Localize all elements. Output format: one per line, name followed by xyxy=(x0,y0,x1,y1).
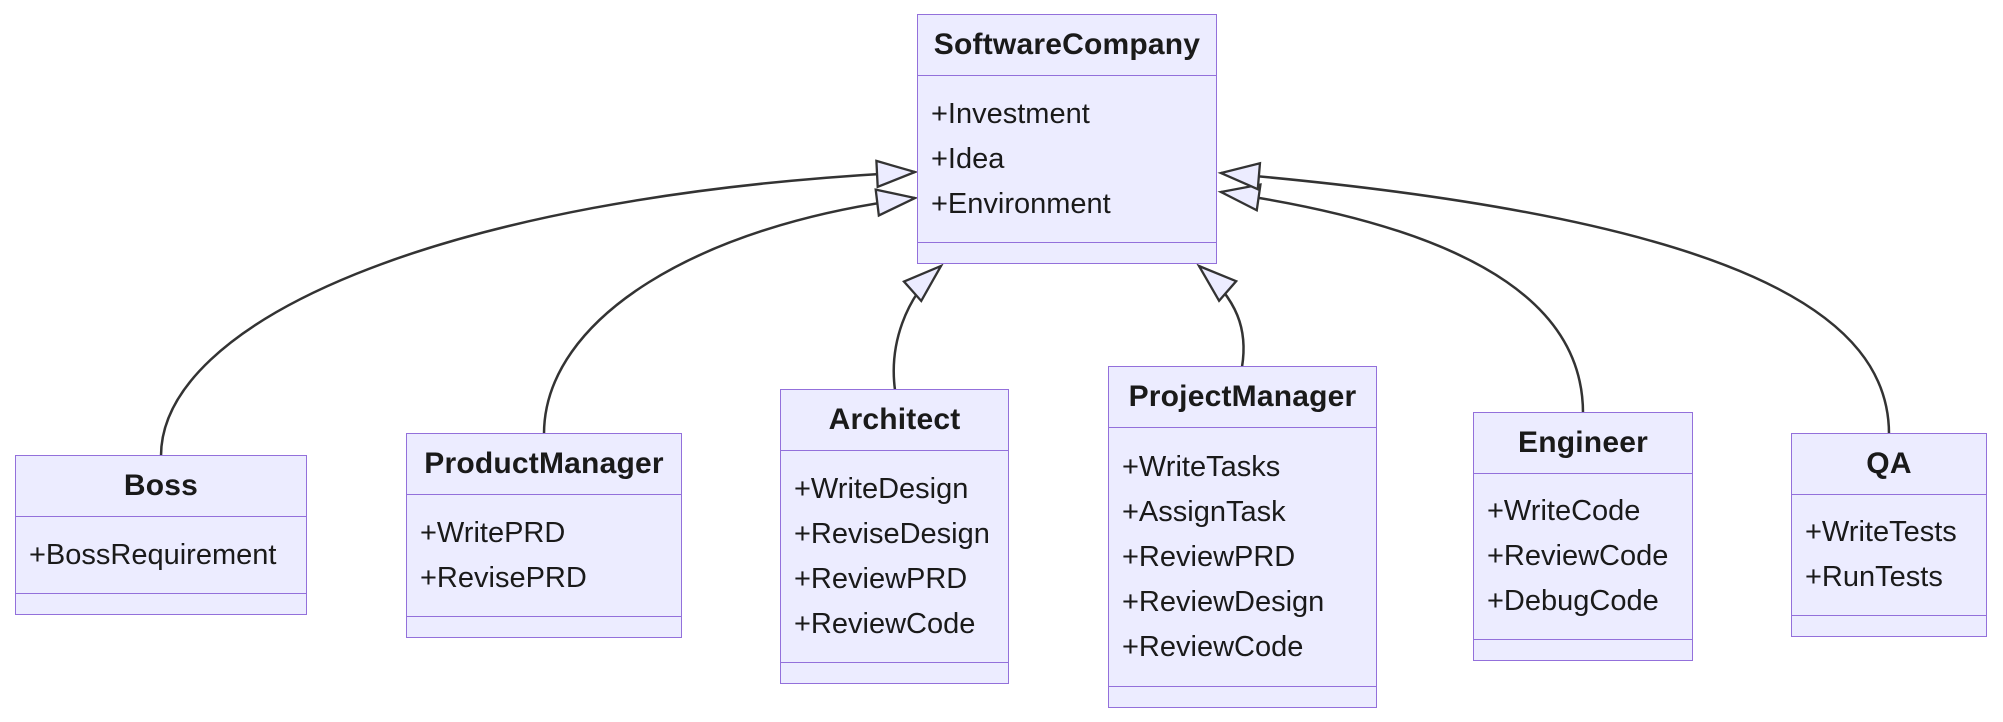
class-methods-empty xyxy=(407,617,681,637)
class-member: +ReviewCode xyxy=(1122,630,1304,663)
class-node-softwarecompany: SoftwareCompany +Investment +Idea +Environ… xyxy=(917,14,1217,264)
class-methods-empty xyxy=(1109,687,1376,707)
class-member: +ReviewPRD xyxy=(794,562,968,595)
class-attributes: +WriteDesign +ReviseDesign +ReviewPRD +Revi… xyxy=(781,451,1008,663)
class-attributes: +BossRequirement xyxy=(16,517,306,594)
edge-projectmanager-to-softwarecompany xyxy=(1196,263,1245,368)
class-member: +ReviewCode xyxy=(1487,540,1669,572)
class-methods-empty xyxy=(1474,640,1692,660)
class-member: +Environment xyxy=(931,187,1111,220)
class-member: +ReviseDesign xyxy=(794,517,990,550)
class-member: +AssignTask xyxy=(1122,495,1286,528)
class-member: +Investment xyxy=(931,97,1090,130)
edge-productmanager-to-softwarecompany xyxy=(542,188,919,435)
class-attributes: +Investment +Idea +Environment xyxy=(918,76,1216,243)
class-member: +ReviewPRD xyxy=(1122,540,1296,573)
class-node-productmanager: ProductManager +WritePRD +RevisePRD xyxy=(406,433,682,638)
class-title: SoftwareCompany xyxy=(918,15,1216,76)
class-member: +Idea xyxy=(931,142,1005,175)
class-attributes: +WriteTests +RunTests xyxy=(1792,495,1986,616)
class-member: +ReviewDesign xyxy=(1122,585,1325,618)
class-node-boss: Boss +BossRequirement xyxy=(15,455,307,615)
class-member: +ReviewCode xyxy=(794,607,976,640)
class-member: +RevisePRD xyxy=(420,561,587,594)
class-member: +WriteDesign xyxy=(794,472,969,505)
class-attributes: +WritePRD +RevisePRD xyxy=(407,495,681,617)
class-title: QA xyxy=(1792,434,1986,495)
class-methods-empty xyxy=(918,243,1216,263)
class-methods-empty xyxy=(16,594,306,614)
class-title: Engineer xyxy=(1474,413,1692,474)
edge-boss-to-softwarecompany xyxy=(159,159,919,457)
class-node-projectmanager: ProjectManager +WriteTasks +AssignTask +Re… xyxy=(1108,366,1377,708)
class-member: +WriteTests xyxy=(1805,516,1957,548)
edge-architect-to-softwarecompany xyxy=(892,263,944,391)
class-member: +WriteTasks xyxy=(1122,450,1281,483)
class-member: +RunTests xyxy=(1805,561,1943,593)
class-methods-empty xyxy=(1792,616,1986,636)
class-methods-empty xyxy=(781,663,1008,683)
class-member: +DebugCode xyxy=(1487,585,1659,617)
class-member: +BossRequirement xyxy=(29,538,277,571)
class-node-architect: Architect +WriteDesign +ReviseDesign +Revi… xyxy=(780,389,1009,684)
class-title: ProjectManager xyxy=(1109,367,1376,428)
class-node-qa: QA +WriteTests +RunTests xyxy=(1791,433,1987,637)
class-title: Architect xyxy=(781,390,1008,451)
class-member: +WritePRD xyxy=(420,516,566,549)
class-title: Boss xyxy=(16,456,306,517)
class-attributes: +WriteTasks +AssignTask +ReviewPRD +ReviewD… xyxy=(1109,428,1376,687)
class-node-engineer: Engineer +WriteCode +ReviewCode +DebugCode xyxy=(1473,412,1693,661)
class-member: +WriteCode xyxy=(1487,495,1641,527)
edge-qa-to-softwarecompany xyxy=(1217,161,1891,435)
class-attributes: +WriteCode +ReviewCode +DebugCode xyxy=(1474,474,1692,640)
edge-engineer-to-softwarecompany xyxy=(1217,183,1585,414)
class-title: ProductManager xyxy=(407,434,681,495)
